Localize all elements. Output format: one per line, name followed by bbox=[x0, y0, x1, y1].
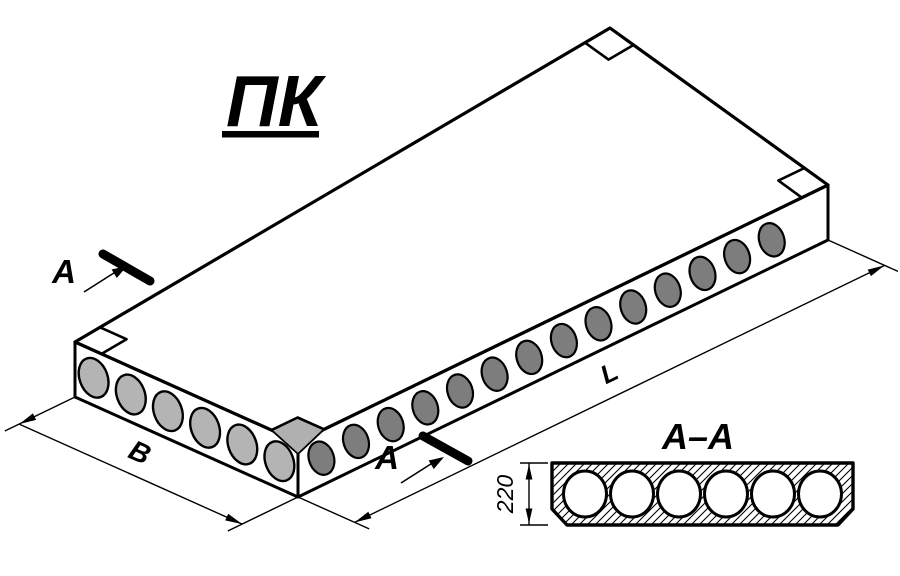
dimension-length-label: L bbox=[595, 356, 622, 390]
cut-label-right: A bbox=[374, 439, 399, 476]
side-face-hole bbox=[584, 306, 613, 342]
corner-notch-far bbox=[584, 41, 635, 61]
section-hole bbox=[797, 469, 843, 519]
side-face-hole bbox=[653, 272, 682, 308]
section-view: A–A 220 bbox=[492, 416, 855, 527]
side-face-hole bbox=[445, 373, 475, 409]
dimension-width-label: B bbox=[124, 434, 155, 471]
side-face-hole bbox=[307, 440, 336, 476]
arrowhead bbox=[525, 508, 533, 524]
corner-notch-left bbox=[99, 326, 128, 356]
end-face-hole bbox=[188, 406, 222, 449]
section-title: A–A bbox=[661, 416, 734, 457]
section-cut-marker-left: A bbox=[51, 249, 155, 293]
side-face-hole bbox=[549, 322, 578, 359]
corner-notch-near-rim bbox=[270, 416, 325, 432]
side-face-hole bbox=[723, 238, 752, 275]
side-face-holes bbox=[307, 222, 786, 476]
side-face-hole bbox=[480, 356, 509, 392]
side-face-hole bbox=[341, 423, 371, 460]
arrowhead bbox=[354, 511, 372, 523]
section-hole bbox=[656, 469, 702, 519]
cut-plane-bar bbox=[98, 249, 155, 286]
arrowhead bbox=[428, 457, 444, 469]
side-face-hole bbox=[619, 289, 648, 325]
arrowhead bbox=[525, 464, 533, 480]
corner-notch-right bbox=[777, 166, 806, 199]
section-cut-marker-right: A bbox=[374, 431, 473, 484]
drawing-title: ПК bbox=[226, 62, 327, 142]
cut-plane-bar bbox=[418, 431, 473, 466]
side-face-hole bbox=[688, 255, 717, 292]
cut-view-arrow-line bbox=[83, 270, 118, 293]
arrowhead bbox=[225, 513, 243, 525]
end-face-hole bbox=[151, 390, 185, 433]
side-face-hole bbox=[376, 406, 405, 443]
end-face-holes bbox=[77, 356, 296, 483]
side-face-hole bbox=[757, 222, 786, 258]
title-underline bbox=[222, 131, 319, 138]
arrowhead bbox=[111, 266, 127, 278]
dimension-length-lines bbox=[297, 239, 899, 530]
section-hole bbox=[750, 469, 796, 519]
corner-notches bbox=[99, 41, 806, 455]
section-holes bbox=[562, 469, 843, 519]
side-face-hole bbox=[411, 390, 440, 426]
section-height-dim-lines bbox=[520, 462, 548, 526]
corner-notch-near-walls bbox=[270, 428, 325, 455]
arrowhead bbox=[19, 413, 37, 425]
end-face-hole bbox=[114, 373, 147, 416]
section-outline bbox=[550, 461, 855, 527]
dimension-width-lines bbox=[4, 396, 299, 532]
end-face-hole bbox=[226, 423, 259, 466]
drawing-title-block: ПК bbox=[222, 62, 327, 142]
section-hole bbox=[562, 469, 608, 519]
arrowhead bbox=[867, 265, 885, 277]
end-face-hole bbox=[263, 440, 296, 483]
slab-iso-view bbox=[73, 26, 830, 499]
cut-label-left: A bbox=[51, 253, 76, 290]
section-height-label: 220 bbox=[492, 475, 518, 515]
slab-top-face bbox=[73, 26, 830, 444]
section-hole bbox=[703, 469, 749, 519]
cut-view-arrow-line bbox=[400, 461, 435, 484]
side-face-hole bbox=[515, 339, 544, 376]
end-face-hole bbox=[77, 356, 110, 399]
slab-end-face bbox=[73, 340, 300, 499]
dimension-width: B bbox=[4, 396, 299, 532]
dimension-arrowheads bbox=[19, 265, 885, 525]
section-hole bbox=[609, 469, 655, 519]
corner-notch-near-floor bbox=[271, 417, 325, 454]
